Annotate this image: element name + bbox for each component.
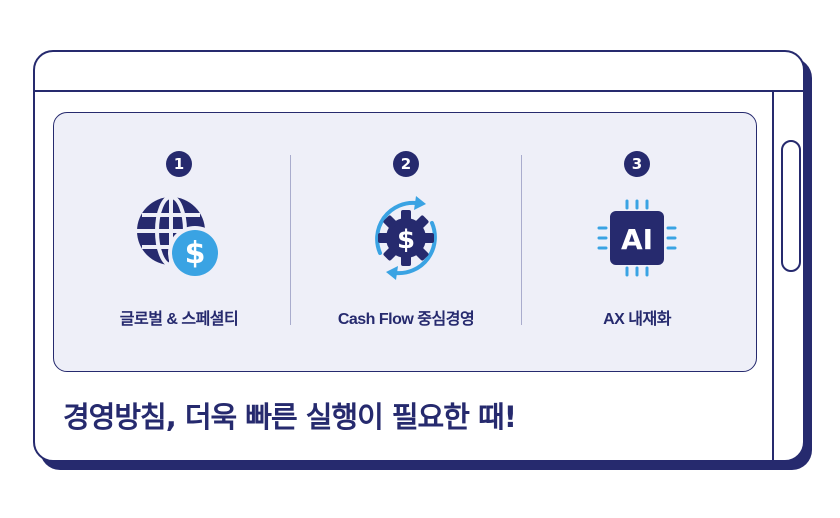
policy-label: Cash Flow 중심경영: [337, 311, 475, 328]
policy-label: 글로벌 & 스페셜티: [119, 311, 239, 328]
scrollbar-divider: [772, 92, 774, 460]
scrollbar[interactable]: [781, 140, 801, 272]
step-number-badge: 1: [166, 151, 192, 177]
column-divider: [290, 155, 291, 325]
dollar-symbol: $: [185, 236, 206, 271]
window-titlebar: [35, 52, 803, 92]
policy-label: AX 내재화: [603, 311, 671, 328]
ai-chip-text: AI: [621, 223, 653, 256]
globe-dollar-icon: $: [137, 195, 222, 280]
policy-panel: 1 $ 글로벌 & 스페셜티 2: [53, 112, 757, 372]
dollar-symbol: $: [397, 225, 415, 255]
gear-dollar-cycle-icon: $: [375, 196, 437, 280]
policy-item-cashflow: 2 $: [291, 113, 521, 371]
browser-window: 1 $ 글로벌 & 스페셜티 2: [33, 50, 805, 462]
column-divider: [521, 155, 522, 325]
headline: 경영방침, 더욱 빠른 실행이 필요한 때!: [63, 400, 517, 434]
step-number-badge: 2: [393, 151, 419, 177]
policy-item-global: 1 $ 글로벌 & 스페셜티: [64, 113, 294, 371]
ai-chip-icon: AI: [597, 199, 677, 277]
step-number-badge: 3: [624, 151, 650, 177]
policy-item-ax: 3 AI AX 내재화: [522, 113, 752, 371]
